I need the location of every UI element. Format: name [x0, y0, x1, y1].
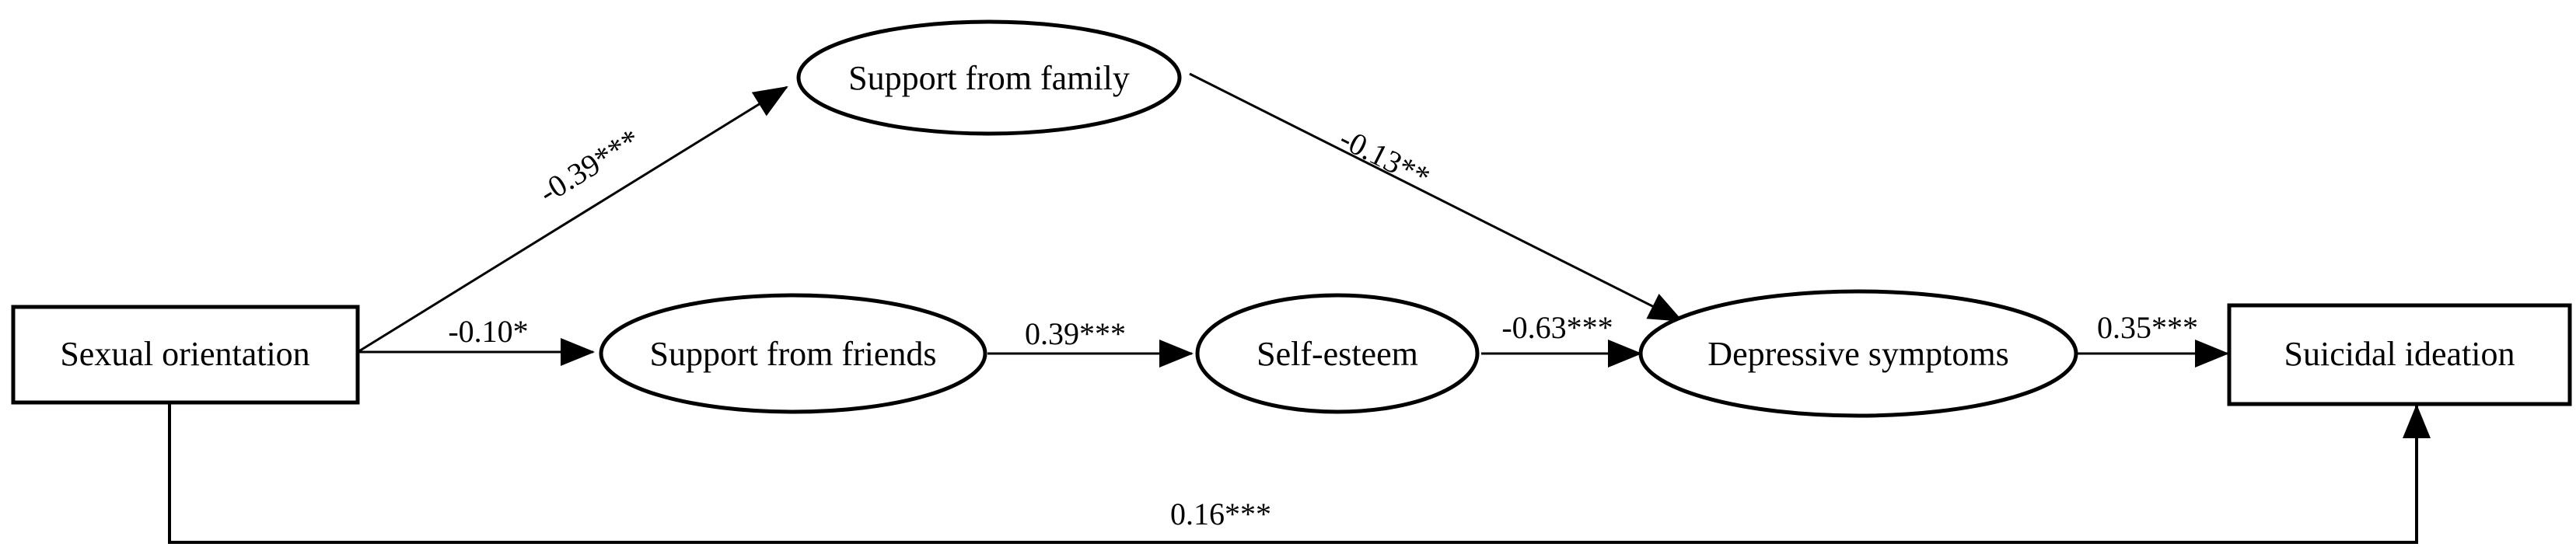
node-sexual-orientation	[11, 305, 360, 405]
edge-orientation-to-family	[357, 85, 788, 354]
node-self-esteem-label: Self-esteem	[1257, 335, 1418, 373]
node-sexual-orientation-label: Sexual orientation	[60, 335, 309, 373]
coef-selfesteem-to-depressive: -0.63***	[1501, 310, 1613, 345]
node-support-family-label: Support from family	[848, 59, 1130, 97]
edge-orientation-to-suicidal	[168, 402, 2431, 544]
node-support-friends-label: Support from friends	[649, 335, 936, 373]
coef-friends-to-selfesteem: 0.39***	[1025, 316, 1126, 351]
node-depressive-symptoms-label: Depressive symptoms	[1707, 335, 2008, 373]
coef-orientation-to-family: -0.39***	[533, 122, 646, 211]
node-support-family	[796, 19, 1182, 136]
coef-family-to-depressive: -0.13**	[1334, 120, 1435, 195]
coef-depressive-to-suicidal: 0.35***	[2097, 310, 2198, 345]
node-suicidal-ideation-label: Suicidal ideation	[2284, 335, 2515, 373]
node-support-friends	[599, 293, 987, 414]
node-self-esteem	[1195, 293, 1480, 414]
node-depressive-symptoms	[1638, 289, 2078, 418]
coef-orientation-to-friends: -0.10*	[448, 314, 528, 349]
coef-orientation-to-suicidal: 0.16***	[1170, 497, 1271, 531]
node-suicidal-ideation	[2227, 303, 2572, 406]
edge-family-to-depressive	[1189, 72, 1683, 322]
